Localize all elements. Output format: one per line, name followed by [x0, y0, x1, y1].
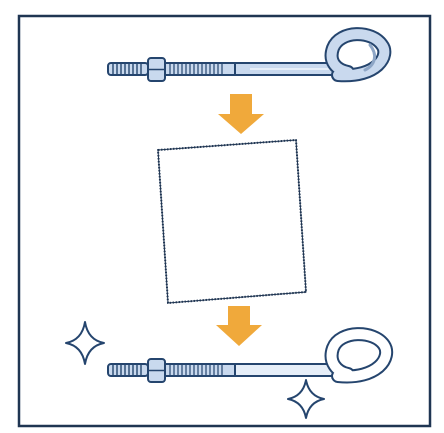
- sparkle-icon: [288, 380, 324, 418]
- arrow-down-icon: [218, 94, 264, 134]
- eye-bolt-icon: [108, 34, 384, 81]
- polishing-cloth-icon: [158, 140, 306, 303]
- arrow-down-icon: [216, 306, 262, 346]
- sparkle-icon: [66, 322, 104, 364]
- eye-bolt-icon: [108, 334, 386, 382]
